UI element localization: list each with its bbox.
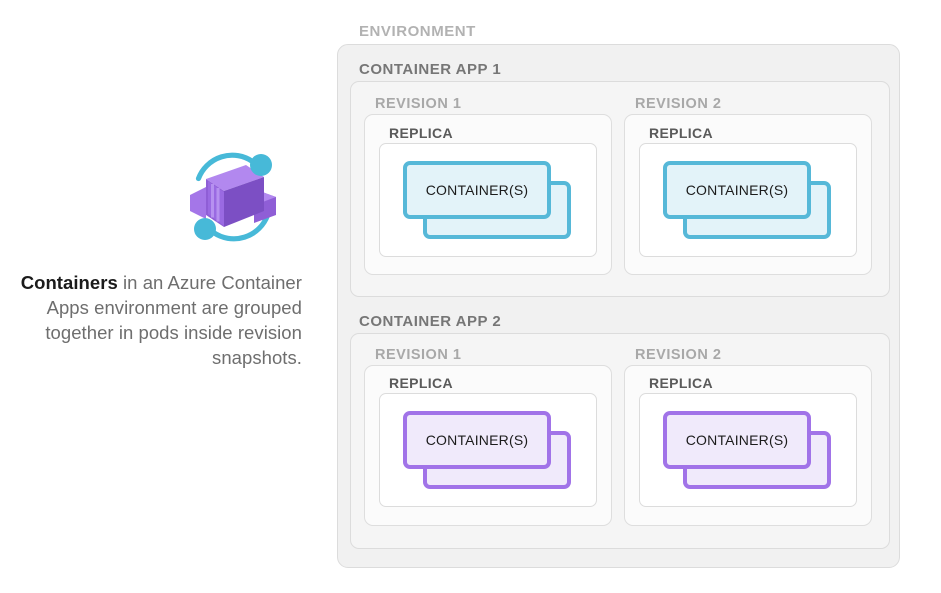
app-1-revision-1-label: REVISION 1 xyxy=(375,96,462,112)
container-card-front: CONTAINER(S) xyxy=(663,161,811,219)
app-2-revision-1-container-stack: CONTAINER(S) xyxy=(403,411,571,489)
container-card-front: CONTAINER(S) xyxy=(403,161,551,219)
container-card-front: CONTAINER(S) xyxy=(403,411,551,469)
caption-text: Containers in an Azure Container Apps en… xyxy=(8,270,302,370)
app-1-revision-2-replica-label: REPLICA xyxy=(649,125,713,141)
azure-container-apps-icon xyxy=(186,149,280,245)
app-1-revision-2-container-stack: CONTAINER(S) xyxy=(663,161,831,239)
container-card-label: CONTAINER(S) xyxy=(425,432,529,448)
caption-rest: in an Azure Container Apps environment a… xyxy=(45,272,302,368)
app-2-revision-2-label: REVISION 2 xyxy=(635,347,722,363)
app-2-revision-1-replica-label: REPLICA xyxy=(389,375,453,391)
app-1-revision-2-label: REVISION 2 xyxy=(635,96,722,112)
app-1-revision-1-replica-label: REPLICA xyxy=(389,125,453,141)
caption-panel: Containers in an Azure Container Apps en… xyxy=(0,0,330,593)
container-card-label: CONTAINER(S) xyxy=(685,182,789,198)
container-app-1-label: CONTAINER APP 1 xyxy=(359,61,502,78)
app-2-revision-2-container-stack: CONTAINER(S) xyxy=(663,411,831,489)
app-2-revision-2-replica-label: REPLICA xyxy=(649,375,713,391)
environment-label: ENVIRONMENT xyxy=(359,23,476,40)
container-app-2-label: CONTAINER APP 2 xyxy=(359,313,502,330)
app-1-revision-1-container-stack: CONTAINER(S) xyxy=(403,161,571,239)
container-card-front: CONTAINER(S) xyxy=(663,411,811,469)
caption-strong: Containers xyxy=(20,272,118,293)
container-card-label: CONTAINER(S) xyxy=(425,182,529,198)
container-card-label: CONTAINER(S) xyxy=(685,432,789,448)
app-2-revision-1-label: REVISION 1 xyxy=(375,347,462,363)
